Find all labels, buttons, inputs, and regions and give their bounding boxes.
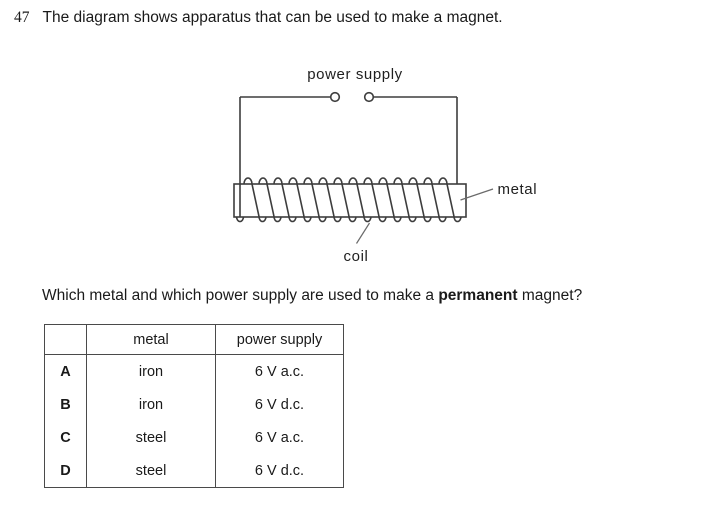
prompt-prefix: Which metal and which power supply are u… (42, 287, 439, 304)
metal-bar (233, 183, 467, 218)
apparatus-diagram: power supply metal coil (233, 66, 538, 265)
option-d-power-supply: 6 V d.c. (215, 454, 344, 488)
metal-label: metal (498, 181, 538, 198)
option-b-metal: iron (86, 388, 216, 421)
table-row: A iron 6 V a.c. (44, 354, 344, 388)
option-a-metal: iron (86, 354, 216, 388)
coil-label: coil (344, 248, 369, 265)
header-option-blank (44, 324, 87, 355)
option-c-power-supply: 6 V a.c. (215, 421, 344, 454)
prompt-suffix: magnet? (517, 287, 583, 304)
question-text: The diagram shows apparatus that can be … (42, 9, 503, 26)
option-letter-a: A (44, 354, 87, 388)
power-terminal-right-icon (363, 91, 375, 103)
question-line: 47 The diagram shows apparatus that can b… (14, 9, 503, 26)
header-power-supply: power supply (215, 324, 344, 355)
table-row: D steel 6 V d.c. (44, 454, 344, 488)
table-row: B iron 6 V d.c. (44, 388, 344, 421)
answer-options-table: metal power supply A iron 6 V a.c. B iro… (44, 324, 344, 488)
option-b-power-supply: 6 V d.c. (215, 388, 344, 421)
question-number: 47 (14, 9, 30, 26)
coil-pointer-line (355, 222, 371, 244)
table-row: C steel 6 V a.c. (44, 421, 344, 454)
question-prompt: Which metal and which power supply are u… (42, 287, 582, 305)
coil-winding (235, 177, 462, 223)
metal-pointer-line (460, 188, 494, 201)
option-letter-d: D (44, 454, 87, 488)
power-supply-label: power supply (307, 66, 403, 83)
prompt-bold-word: permanent (438, 287, 518, 304)
option-a-power-supply: 6 V a.c. (215, 354, 344, 388)
table-header-row: metal power supply (44, 324, 344, 355)
option-d-metal: steel (86, 454, 216, 488)
option-letter-c: C (44, 421, 87, 454)
option-c-metal: steel (86, 421, 216, 454)
header-metal: metal (86, 324, 216, 355)
power-terminal-left-icon (329, 91, 341, 103)
option-letter-b: B (44, 388, 87, 421)
